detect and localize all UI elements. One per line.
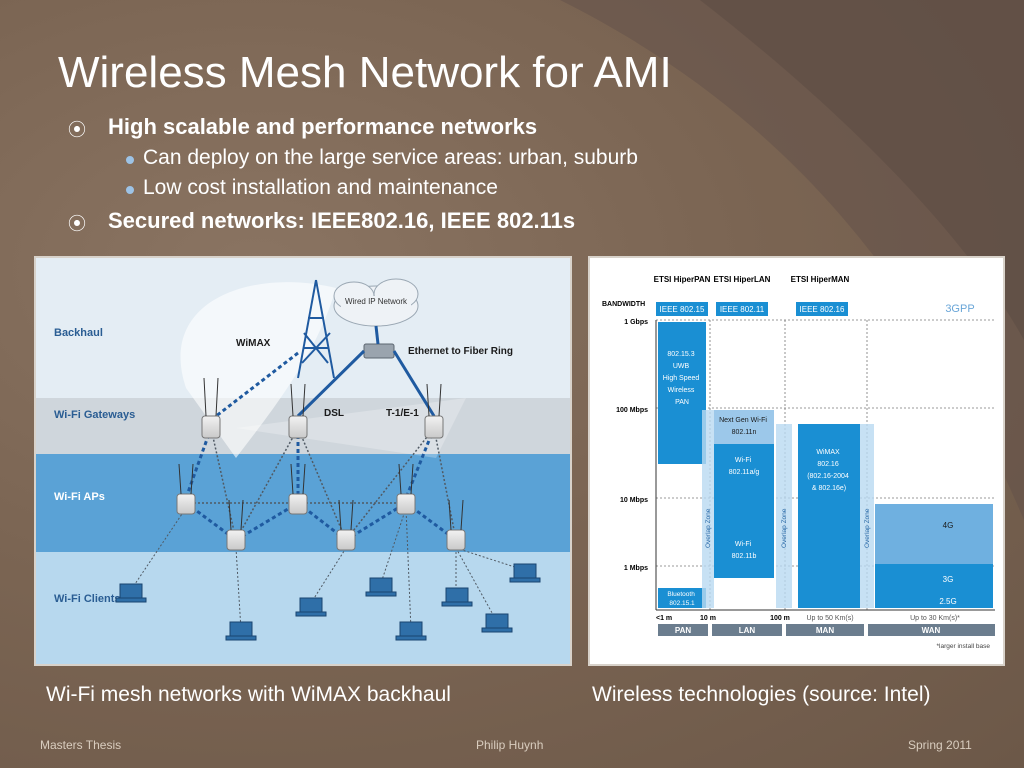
wifi-b-label: Wi-Fi 802.11b: [732, 541, 757, 560]
mesh-network-diagram: Backhaul Wi-Fi Gateways Wi-Fi APs Wi-Fi …: [34, 256, 572, 666]
3g-label: 3G: [943, 575, 954, 584]
y-tick: 100 Mbps: [616, 407, 648, 414]
sub-bullet-marker: [126, 156, 134, 164]
layer-aps: Wi-Fi APs: [54, 491, 105, 503]
layer-backhaul: Backhaul: [54, 327, 103, 339]
ieee-802-11-badge: [716, 302, 768, 316]
wimax-block: [798, 424, 860, 608]
25g-label: 2.5G: [939, 597, 956, 606]
overlap-zone-2: [776, 424, 792, 608]
overlap-zone-label: Overlap Zone: [864, 508, 871, 548]
x-tick: Up to 50 Km(s): [806, 615, 853, 622]
nextgen-wifi-block: [714, 410, 774, 444]
cat-pan-bar: [658, 624, 708, 636]
access-point-icon: [396, 463, 416, 515]
layer-gateways: Wi-Fi Gateways: [54, 409, 135, 421]
col-lan-std: ETSI HiperLAN: [714, 275, 771, 284]
laptop-icon: [481, 613, 513, 633]
t1-label: T-1/E-1: [386, 408, 419, 419]
y-tick: 1 Gbps: [624, 319, 648, 326]
sub-bullet-marker: [126, 186, 134, 194]
access-point-icon: [288, 463, 308, 515]
x-tick: 10 m: [700, 615, 716, 622]
caption-right: Wireless technologies (source: Intel): [592, 683, 931, 706]
bluetooth-label: Bluetooth 802.15.1: [667, 591, 696, 607]
access-point-icon: [336, 499, 356, 551]
ethernet-label: Ethernet to Fiber Ring: [408, 346, 513, 357]
25g-block: [875, 592, 993, 608]
y-tick: 10 Mbps: [620, 497, 648, 504]
3g-block: [875, 564, 993, 592]
footer-right: Spring 2011: [908, 738, 972, 752]
nextgen-wifi-label: Next Gen Wi-Fi 802.11n: [719, 417, 769, 436]
footer-left: Masters Thesis: [40, 738, 122, 752]
cloud-icon: [333, 278, 419, 327]
gpp-label: 3GPP: [945, 303, 974, 315]
bullet-1: High scalable and performance networks: [108, 114, 538, 139]
cat-wan: WAN: [922, 626, 941, 635]
wireless-technologies-chart: ETSI HiperPAN ETSI HiperLAN ETSI HiperMA…: [588, 256, 1005, 666]
laptop-icon: [365, 577, 397, 597]
laptop-icon: [509, 563, 541, 583]
wimax-label: WiMAX: [236, 338, 271, 349]
layer-clients: Wi-Fi Clients: [54, 593, 121, 605]
wimax-block-label: WiMAX 802.16 (802.16-2004 & 802.16e): [807, 449, 851, 492]
gateway-node-icon: [424, 383, 444, 439]
col-man-std: ETSI HiperMAN: [791, 275, 850, 284]
access-point-icon: [176, 463, 196, 515]
slide-title: Wireless Mesh Network for AMI: [58, 48, 672, 97]
cat-lan: LAN: [739, 626, 756, 635]
overlap-zone-label: Overlap Zone: [781, 508, 788, 548]
ieee-802-16-badge: [796, 302, 848, 316]
col-man-ieee: IEEE 802.16: [800, 305, 845, 314]
laptop-icon: [295, 597, 327, 617]
y-tick: 1 Mbps: [624, 565, 648, 572]
wifi-ag-block: [714, 444, 774, 508]
cat-man: MAN: [816, 626, 834, 635]
wifi-ag-label: Wi-Fi 802.11a/g: [729, 457, 760, 476]
bullet-marker: ⦿: [68, 120, 86, 140]
laptop-icon: [395, 621, 427, 641]
wimax-tower-icon: [297, 279, 335, 379]
bullet-marker: ⦿: [68, 214, 86, 234]
cat-wan-bar: [868, 624, 995, 636]
col-lan-ieee: IEEE 802.11: [720, 305, 765, 314]
bullet-2: Secured networks: IEEE802.16, IEEE 802.1…: [108, 208, 576, 233]
bluetooth-block: [658, 588, 706, 608]
footnote: *larger install base: [937, 643, 991, 650]
overlap-zone-3: [860, 424, 874, 608]
col-pan-std: ETSI HiperPAN: [654, 275, 711, 284]
gateway-node-icon: [201, 377, 221, 439]
x-tick: 100 m: [770, 615, 790, 622]
sub-bullet-2: Low cost installation and maintenance: [143, 176, 498, 199]
uwb-block: [658, 322, 706, 464]
wifi-b-block: [714, 508, 774, 578]
cat-lan-bar: [712, 624, 782, 636]
access-point-icon: [446, 499, 466, 551]
4g-label: 4G: [943, 521, 954, 530]
router-icon: [363, 343, 395, 359]
col-pan-ieee: IEEE 802.15: [660, 305, 705, 314]
ieee-802-15-badge: [656, 302, 708, 316]
x-tick: <1 m: [656, 615, 672, 622]
sub-bullet-1: Can deploy on the large service areas: u…: [143, 146, 638, 169]
uwb-label: 802.15.3 UWB High Speed Wireless PAN: [663, 351, 702, 406]
bandwidth-label: BANDWIDTH: [602, 301, 645, 308]
access-point-icon: [226, 499, 246, 551]
cat-pan: PAN: [675, 626, 692, 635]
caption-left: Wi-Fi mesh networks with WiMAX backhaul: [46, 683, 451, 706]
cloud-label: Wired IP Network: [345, 297, 408, 306]
gateway-node-icon: [288, 383, 308, 439]
overlap-zone-label: Overlap Zone: [705, 508, 712, 548]
cat-man-bar: [786, 624, 864, 636]
overlap-zone-1: [702, 410, 714, 608]
laptop-icon: [441, 587, 473, 607]
laptop-icon: [225, 621, 257, 641]
laptop-icon: [115, 583, 147, 603]
x-tick: Up to 30 Km(s)*: [910, 615, 960, 622]
dsl-label: DSL: [324, 408, 344, 419]
footer-center: Philip Huynh: [476, 738, 544, 752]
4g-block: [875, 504, 993, 564]
